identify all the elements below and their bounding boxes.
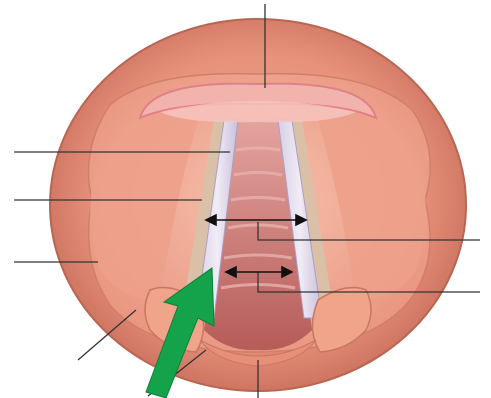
larynx-diagram (0, 0, 491, 398)
larynx-illustration (0, 0, 491, 398)
